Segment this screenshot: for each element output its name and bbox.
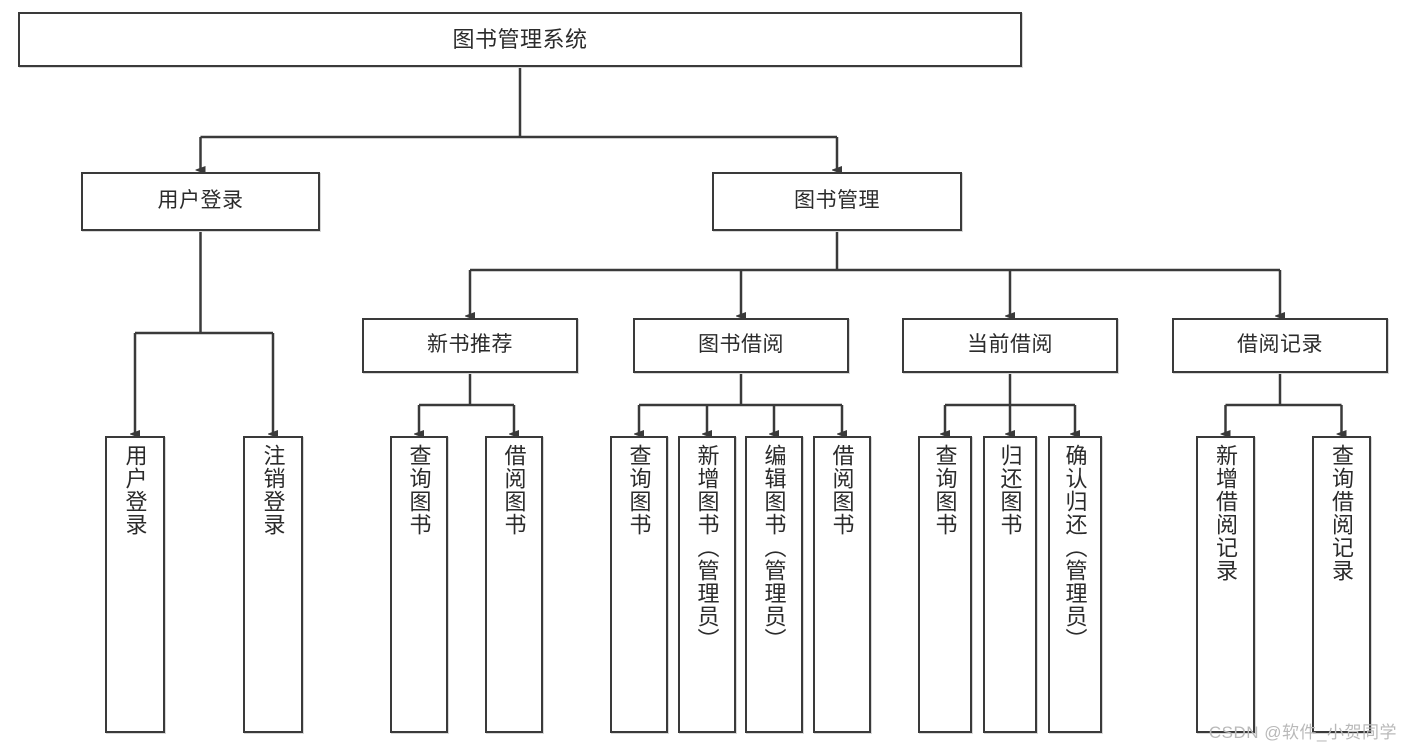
- node-label: 查询图书: [932, 444, 958, 536]
- node-login2[interactable]: 注销登录: [243, 436, 303, 733]
- node-record2[interactable]: 查询借阅记录: [1312, 436, 1371, 733]
- node-current2[interactable]: 归还图书: [983, 436, 1037, 733]
- node-borrow3[interactable]: 编辑图书（管理员）: [745, 436, 803, 733]
- node-borrow4[interactable]: 借阅图书: [813, 436, 871, 733]
- node-current[interactable]: 当前借阅: [902, 318, 1118, 373]
- node-label: 编辑图书（管理员）: [761, 444, 787, 651]
- node-label: 用户登录: [157, 189, 244, 213]
- node-root[interactable]: 图书管理系统: [18, 12, 1022, 67]
- node-label: 确认归还（管理员）: [1062, 444, 1088, 651]
- node-label: 图书借阅: [698, 333, 784, 357]
- node-newbook2[interactable]: 借阅图书: [485, 436, 543, 733]
- node-current1[interactable]: 查询图书: [918, 436, 972, 733]
- node-label: 图书管理: [794, 189, 880, 213]
- node-borrow2[interactable]: 新增图书（管理员）: [678, 436, 736, 733]
- node-label: 图书管理系统: [452, 26, 588, 52]
- node-label: 查询图书: [406, 444, 432, 536]
- node-newbook1[interactable]: 查询图书: [390, 436, 448, 733]
- edge-group: [135, 67, 1342, 434]
- node-record[interactable]: 借阅记录: [1172, 318, 1388, 373]
- node-newbook[interactable]: 新书推荐: [362, 318, 578, 373]
- node-label: 借阅图书: [829, 444, 855, 536]
- node-borrow[interactable]: 图书借阅: [633, 318, 849, 373]
- node-label: 借阅图书: [501, 444, 527, 536]
- node-label: 借阅记录: [1237, 333, 1323, 357]
- watermark: CSDN @软件_小贺同学: [1208, 723, 1397, 742]
- node-label: 用户登录: [122, 444, 148, 536]
- node-label: 查询借阅记录: [1329, 444, 1355, 582]
- node-label: 归还图书: [997, 444, 1023, 536]
- node-borrow1[interactable]: 查询图书: [610, 436, 668, 733]
- node-label: 新书推荐: [427, 333, 513, 357]
- node-label: 查询图书: [626, 444, 652, 536]
- node-record1[interactable]: 新增借阅记录: [1196, 436, 1255, 733]
- node-label: 新增借阅记录: [1213, 444, 1239, 582]
- node-bookmgr[interactable]: 图书管理: [712, 172, 962, 231]
- node-label: 注销登录: [260, 444, 286, 536]
- node-label: 当前借阅: [967, 333, 1053, 357]
- node-current3[interactable]: 确认归还（管理员）: [1048, 436, 1102, 733]
- node-login[interactable]: 用户登录: [81, 172, 320, 231]
- node-label: 新增图书（管理员）: [694, 444, 720, 651]
- node-login1[interactable]: 用户登录: [105, 436, 165, 733]
